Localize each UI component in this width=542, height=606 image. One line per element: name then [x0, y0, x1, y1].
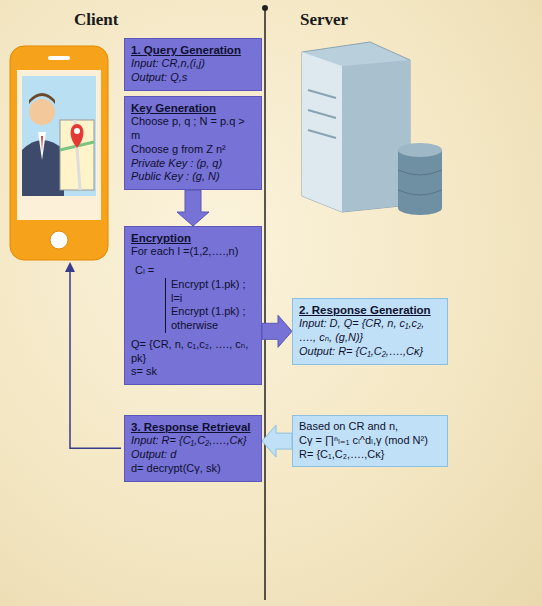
box-text: Public Key : (g, N): [131, 170, 255, 184]
section-heading: Server: [300, 10, 348, 30]
query-box: 1. Query GenerationInput: CR,n,(i,j)Outp…: [124, 38, 262, 91]
box-heading: Key Generation: [131, 101, 255, 115]
box-text: Encrypt (1.pk) ; l=i: [165, 278, 255, 306]
flow-arrow: [262, 315, 292, 347]
box-text: s= sk: [131, 365, 255, 379]
flow-arrow: [177, 190, 209, 226]
box-text: d= decrypt(Cγ, sk): [131, 462, 255, 476]
box-text: Output: R= {C₁,C₂,….,Cκ}: [299, 345, 441, 359]
box-heading: 1. Query Generation: [131, 43, 255, 57]
box-text: Choose p, q ; N = p.q > m: [131, 115, 255, 143]
box-text: Input: D, Q= {CR, n, c₁,c₂, …., cₙ, (g,N…: [299, 317, 441, 345]
keygen-box: Key GenerationChoose p, q ; N = p.q > mC…: [124, 96, 262, 190]
box-text: For each l =(1,2,….,n): [131, 245, 255, 259]
box-text: R= {C₁,C₂,….,Cκ}: [299, 448, 441, 462]
box-heading: Encryption: [131, 231, 255, 245]
formula-box: Based on CR and n,Cγ = ∏ⁿₗ₌₁ cₗ^dₗ,γ (mo…: [292, 415, 448, 467]
phone-icon: [10, 46, 108, 260]
box-text: Output: d: [131, 448, 255, 462]
box-text: Private Key : (p, q): [131, 157, 255, 171]
divider-dot: [262, 5, 268, 11]
server-icon: [302, 42, 442, 215]
return-arrowhead: [65, 262, 75, 272]
box-text: Input: CR,n,(i,j): [131, 57, 255, 71]
box-text: Cₗ =: [135, 264, 255, 278]
response-box: 2. Response GenerationInput: D, Q= {CR, …: [292, 298, 448, 365]
encryption-box: EncryptionFor each l =(1,2,….,n)Cₗ =Encr…: [124, 226, 262, 385]
section-heading: Client: [74, 10, 118, 30]
divider-line: [264, 8, 266, 600]
box-text: Choose g from Z n²: [131, 143, 255, 157]
box-text: Q= {CR, n, c₁,c₂, …., cₙ, pk}: [131, 338, 255, 366]
box-heading: 3. Response Retrieval: [131, 420, 255, 434]
box-text: Cγ = ∏ⁿₗ₌₁ cₗ^dₗ,γ (mod N²): [299, 434, 441, 448]
retrieval-box: 3. Response RetrievalInput: R= {C₁,C₂,….…: [124, 415, 262, 482]
flow-arrow: [262, 425, 292, 457]
box-heading: 2. Response Generation: [299, 303, 441, 317]
box-text: Encrypt (1.pk) ; otherwise: [165, 305, 255, 333]
box-heading: Based on CR and n,: [299, 420, 441, 434]
box-text: Input: R= {C₁,C₂,….,Cκ}: [131, 434, 255, 448]
return-line: [70, 268, 121, 448]
box-text: Output: Q,s: [131, 71, 255, 85]
